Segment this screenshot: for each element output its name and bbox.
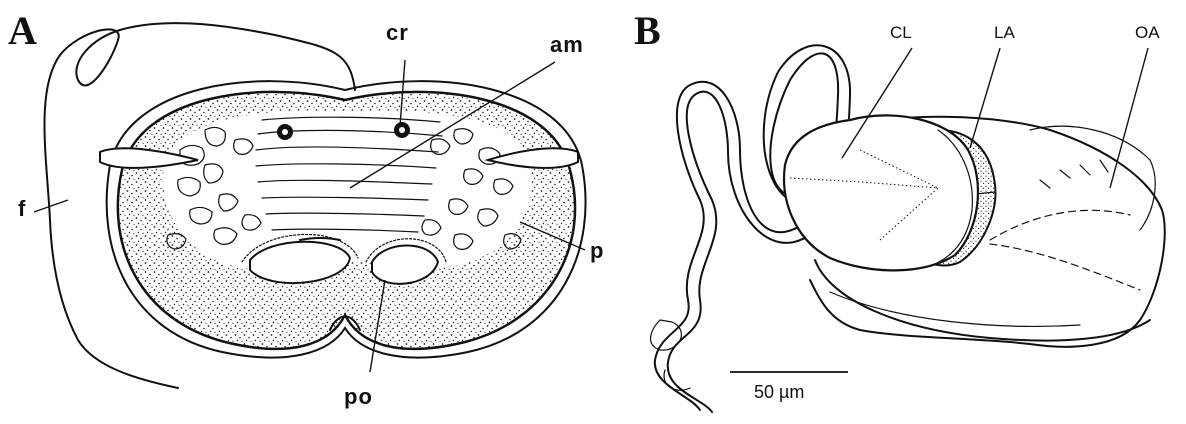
plate-cl — [784, 115, 978, 270]
leader-oa — [1110, 48, 1148, 188]
label-p: p — [590, 238, 604, 263]
label-am: am — [550, 32, 584, 57]
label-la: LA — [994, 23, 1015, 42]
label-po: po — [344, 384, 373, 409]
label-cr: cr — [386, 20, 409, 45]
panel-a: A — [8, 8, 604, 409]
leader-la — [970, 48, 1000, 148]
panel-b: B — [634, 8, 1165, 412]
label-f: f — [18, 196, 26, 221]
label-cl: CL — [890, 23, 912, 42]
label-oa: OA — [1135, 23, 1160, 42]
scale-bar-label: 50 µm — [754, 382, 804, 402]
leader-f — [34, 200, 68, 212]
cell-body — [100, 81, 586, 357]
body-lower — [815, 260, 1150, 341]
panel-b-letter: B — [634, 8, 661, 53]
panel-a-letter: A — [8, 8, 37, 53]
